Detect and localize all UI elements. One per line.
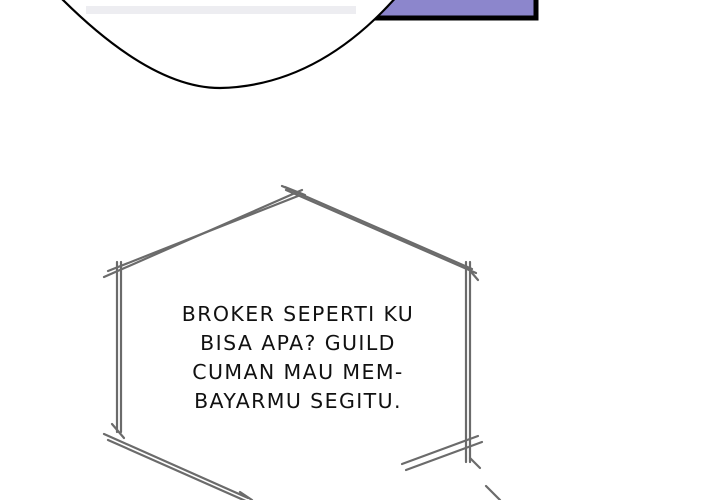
- caption-line-4: BAYARMU SEGITU.: [194, 389, 402, 413]
- speech-bubble-fragment: [61, 0, 395, 90]
- bubble-inner-shade: [86, 6, 356, 14]
- caption-frame: [102, 184, 502, 500]
- caption-text: BROKER SEPERTI KU BISA APA? GUILD CUMAN …: [148, 300, 448, 416]
- caption-line-1: BROKER SEPERTI KU: [181, 302, 415, 326]
- speech-bubble: [61, 0, 395, 90]
- caption-line-2: BISA APA? GUILD: [200, 331, 396, 355]
- caption-line-3: CUMAN MAU MEM-: [192, 360, 404, 384]
